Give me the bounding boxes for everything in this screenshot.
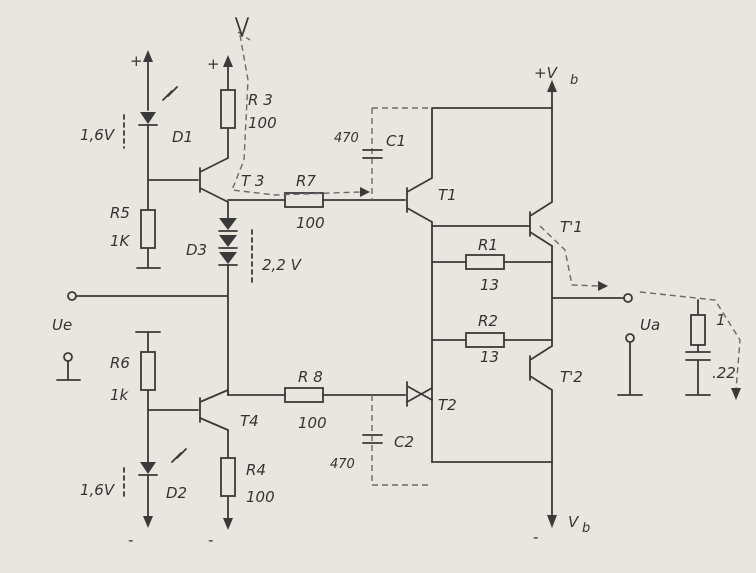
r6-value: 1k xyxy=(110,386,130,404)
lower-driver xyxy=(123,331,406,530)
t3-label: T 3 xyxy=(241,172,264,190)
vb-bottom-label: V xyxy=(568,513,580,531)
d1-voltage: 1,6V xyxy=(80,126,116,144)
r4-value: 100 xyxy=(246,488,275,506)
r5-label: R5 xyxy=(110,204,130,222)
c1-value: 470 xyxy=(334,131,359,146)
c2-value: 470 xyxy=(330,457,355,472)
t2p-label: T'2 xyxy=(560,368,583,386)
vb-top-sub: b xyxy=(570,73,578,88)
r7-value: 100 xyxy=(296,214,325,232)
load-r-value: 1 xyxy=(716,311,726,329)
r5-value: 1K xyxy=(110,232,131,250)
r3-value: 100 xyxy=(248,114,277,132)
r1-label: R1 xyxy=(478,236,498,254)
d2-label: D2 xyxy=(166,484,187,502)
d2-voltage: 1,6V xyxy=(80,481,116,499)
load-c-value: .22 xyxy=(712,364,736,382)
c1-label: C1 xyxy=(386,132,406,150)
led-light-icon xyxy=(162,86,178,101)
supply-neg-left: - xyxy=(128,531,133,549)
labels: + + +V b V b - - - 1,6V D1 R 3 100 T 3 R… xyxy=(52,52,736,549)
d1-label: D1 xyxy=(172,128,193,146)
upper-driver xyxy=(199,34,406,396)
vb-top-label: +V xyxy=(534,64,559,82)
t1p-label: T'1 xyxy=(560,218,583,236)
t1-label: T1 xyxy=(438,186,457,204)
r6-label: R6 xyxy=(110,354,130,372)
left-branch xyxy=(123,50,199,269)
t2-label: T2 xyxy=(438,396,457,414)
r2-value: 13 xyxy=(480,348,499,366)
d3-label: D3 xyxy=(186,241,207,259)
ue-label: Ue xyxy=(52,316,72,334)
r8-value: 100 xyxy=(298,414,327,432)
r4-label: R4 xyxy=(246,461,266,479)
vb-bottom-sub: b xyxy=(582,521,590,536)
r7-label: R7 xyxy=(296,172,316,190)
input-node xyxy=(56,291,229,381)
r1-value: 13 xyxy=(480,276,499,294)
led-light-icon xyxy=(171,448,187,463)
r8-label: R 8 xyxy=(298,368,323,386)
supply-pos-left: + xyxy=(130,52,143,70)
supply-neg-mid: - xyxy=(208,531,213,549)
current-arrow-icon xyxy=(235,17,249,37)
d3-voltage: 2,2 V xyxy=(262,256,303,274)
r2-label: R2 xyxy=(478,312,498,330)
c2-label: C2 xyxy=(394,433,414,451)
ua-label: Ua xyxy=(640,316,660,334)
supply-pos-mid: + xyxy=(207,55,220,73)
t4-label: T4 xyxy=(240,412,259,430)
r3-label: R 3 xyxy=(248,91,273,109)
output-stage xyxy=(235,17,741,528)
supply-neg-right: - xyxy=(533,528,538,546)
